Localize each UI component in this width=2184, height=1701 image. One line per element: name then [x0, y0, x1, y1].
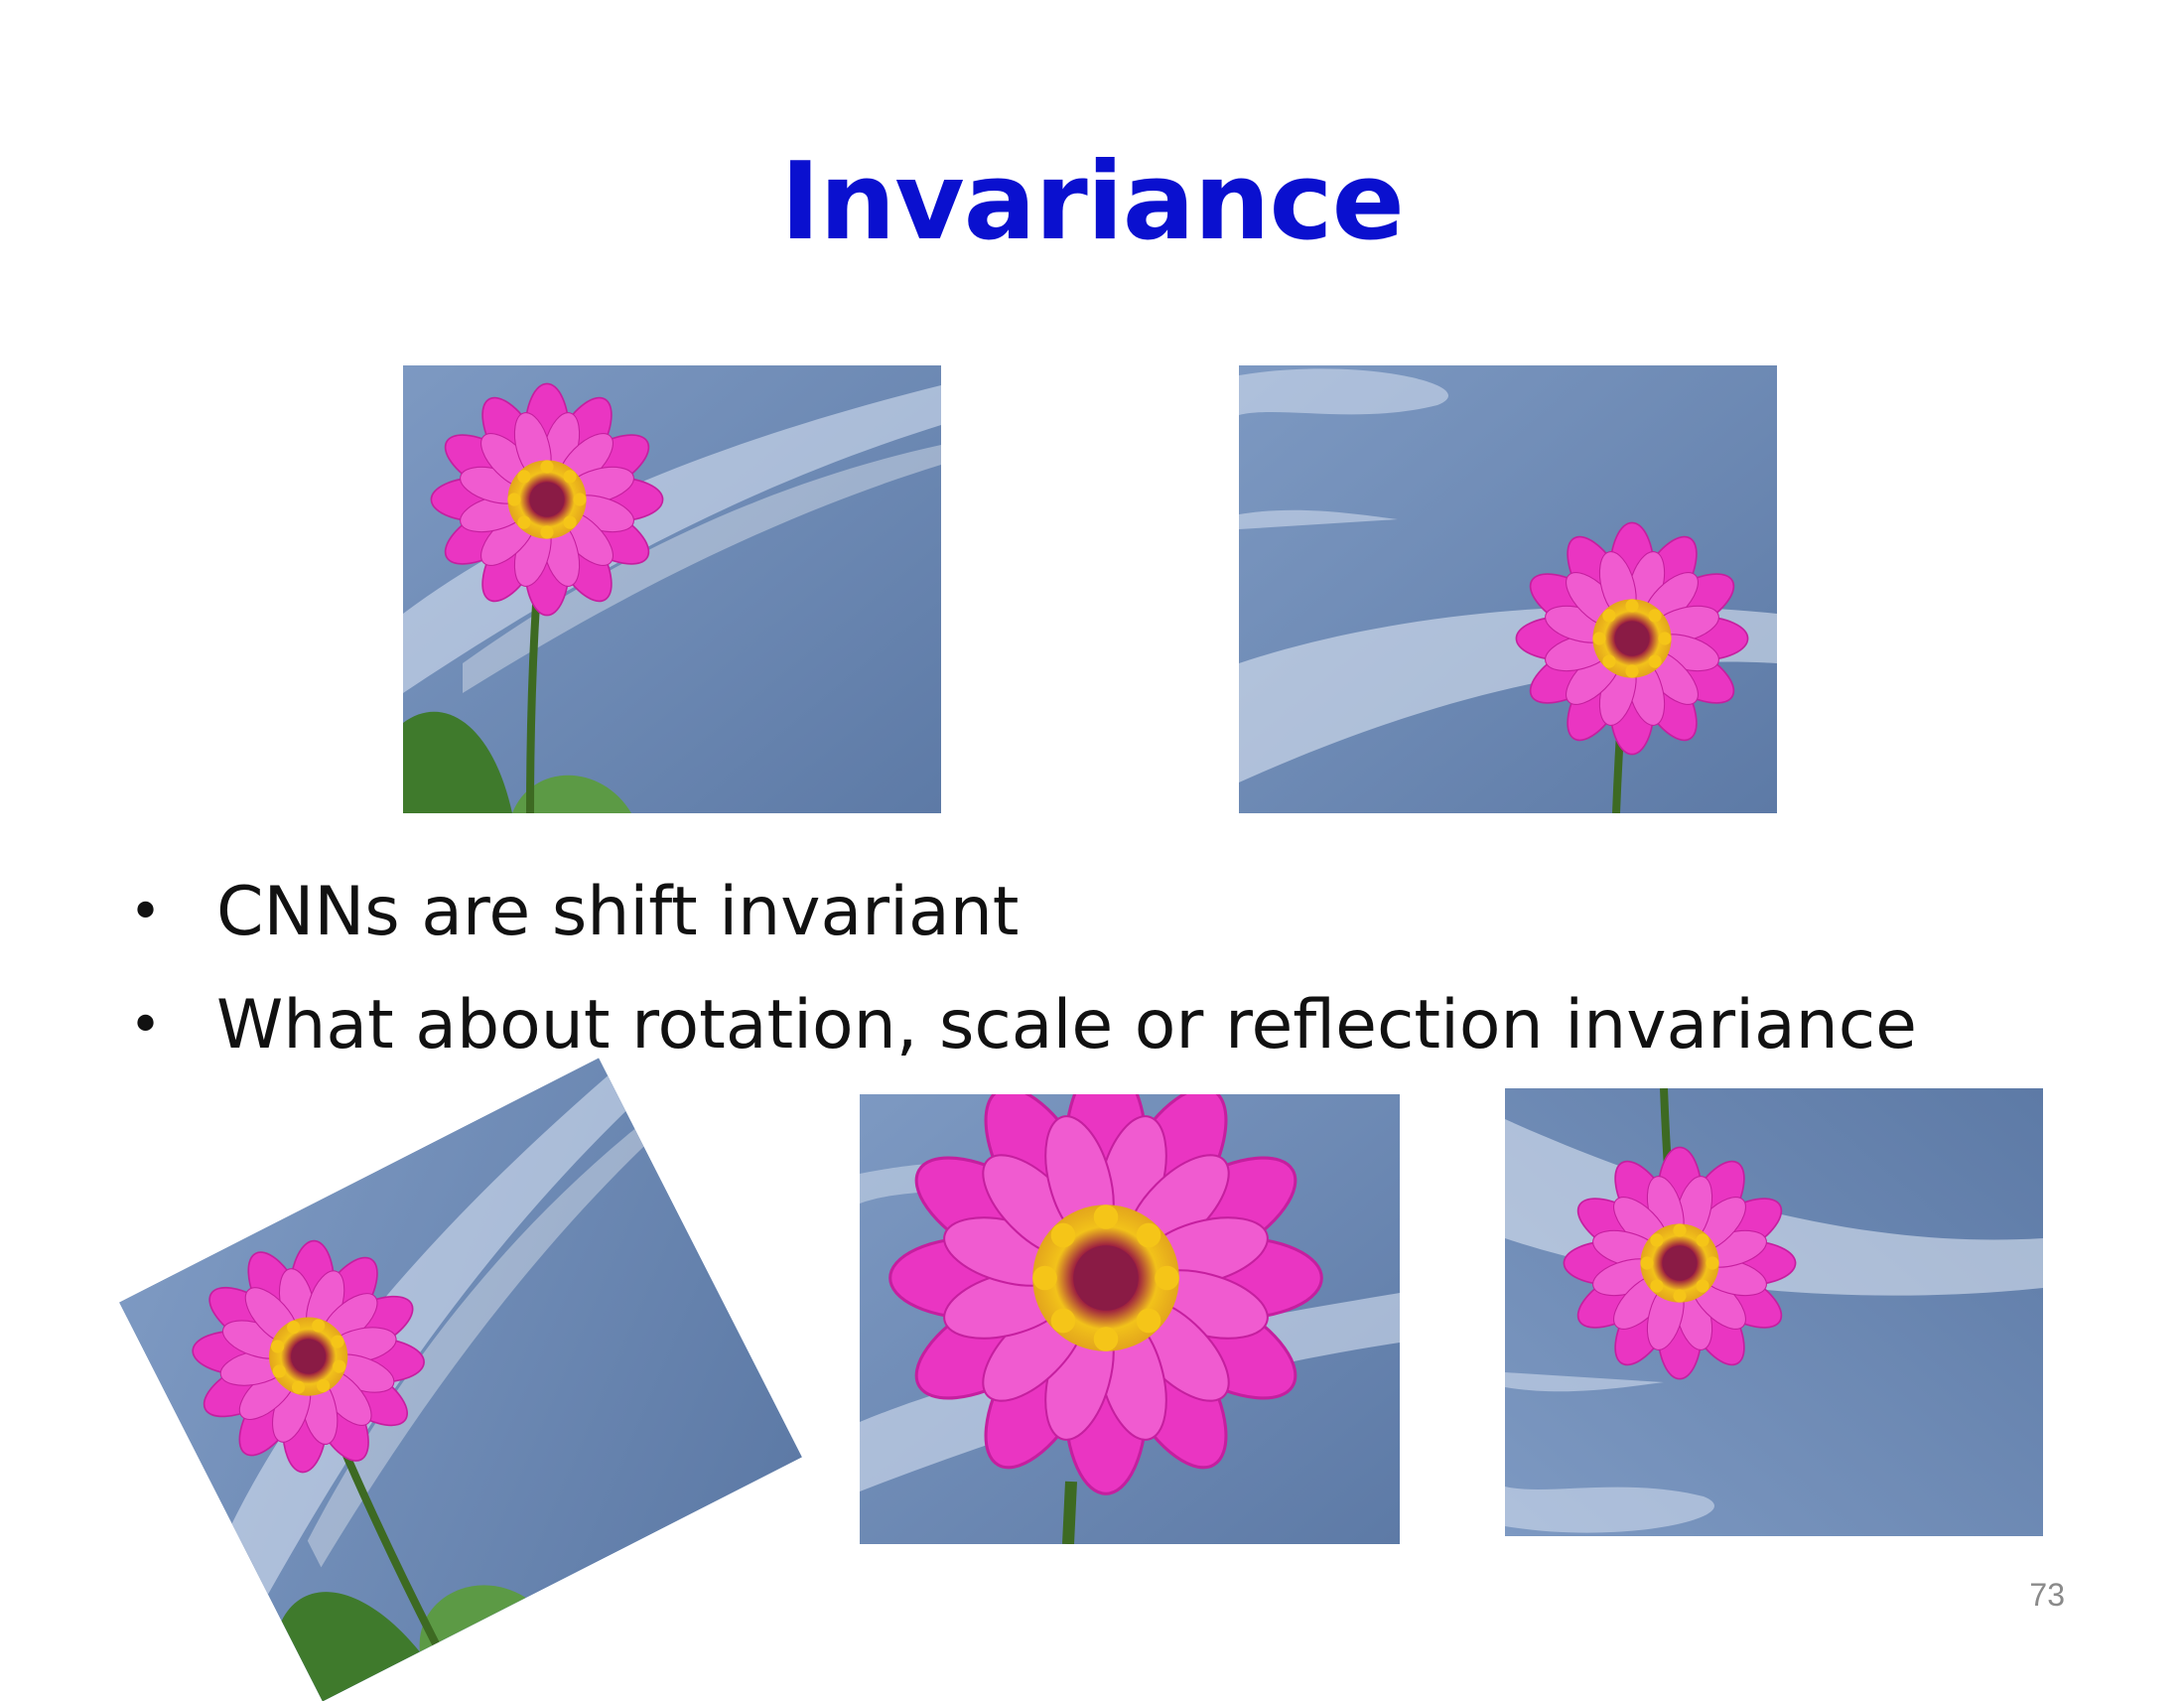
slide-title: Invariance — [780, 140, 1405, 264]
bullet-rotation-scale-reflection: What about rotation, scale or reflection… — [127, 969, 1917, 1082]
flower-scaled-image — [860, 1094, 1400, 1544]
flower-rotated-image — [119, 1058, 802, 1701]
flower-reflected-image — [1505, 1088, 2043, 1536]
bullet-list: CNNs are shift invariant What about rota… — [127, 856, 1917, 1082]
flower-original-image — [403, 365, 941, 813]
bullet-shift-invariant: CNNs are shift invariant — [127, 856, 1917, 969]
flower-shifted-image — [1239, 365, 1777, 813]
page-number: 73 — [2029, 1577, 2065, 1613]
